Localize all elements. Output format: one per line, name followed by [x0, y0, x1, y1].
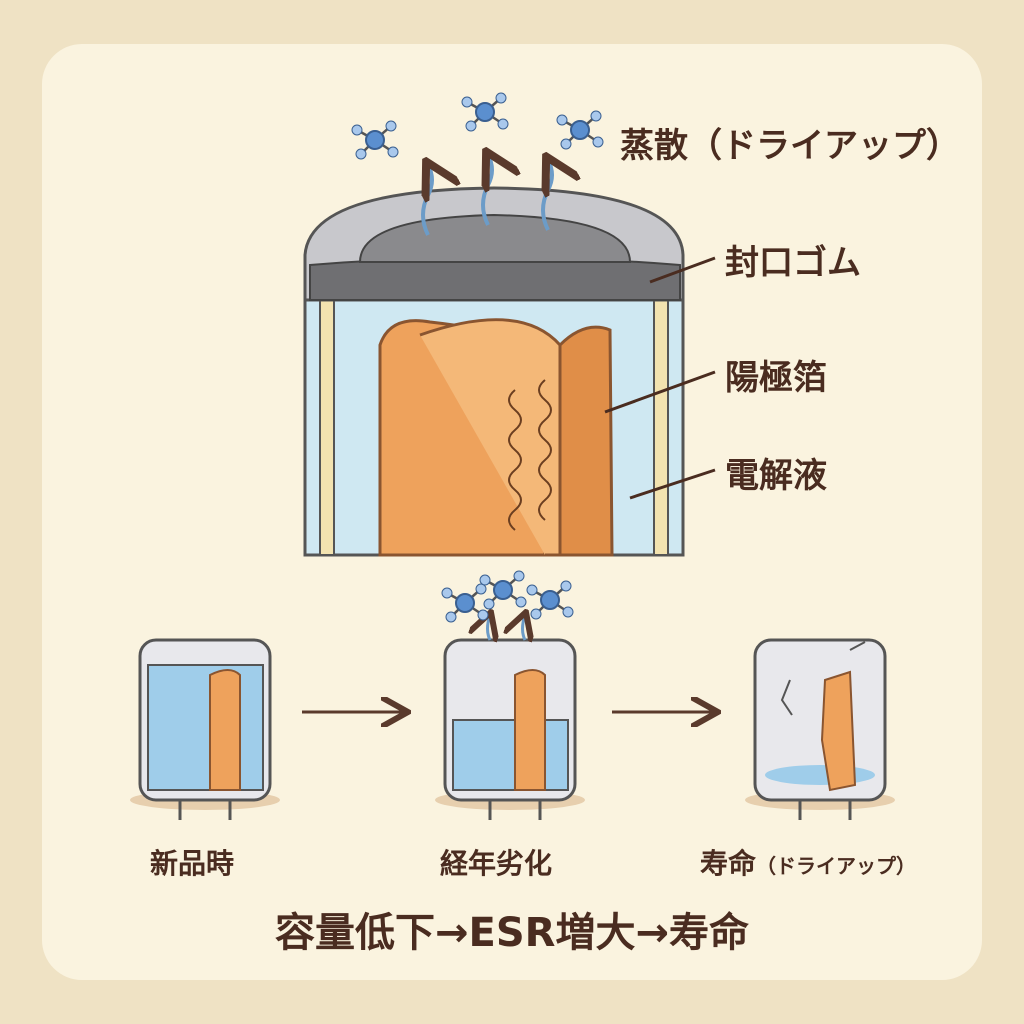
- stage-label-end-of-life: 寿命（ドライアップ）: [700, 842, 916, 882]
- label-seal-rubber: 封口ゴム: [725, 243, 861, 283]
- label-evaporation: 蒸散（ドライアップ）: [620, 126, 960, 166]
- label-anode-foil: 陽極箔: [725, 358, 827, 398]
- large-capacitor-cutaway: [303, 91, 716, 557]
- small-capacitor-new: [130, 638, 280, 820]
- stage-label-sub: （ドライアップ）: [756, 854, 917, 878]
- small-capacitor-aging: [435, 569, 585, 820]
- small-capacitor-end-of-life: [745, 638, 895, 820]
- summary-caption: 容量低下→ESR増大→寿命: [275, 910, 749, 956]
- label-electrolyte: 電解液: [725, 456, 827, 496]
- stage-label-text: 寿命: [700, 847, 757, 880]
- stage-label-new: 新品時: [150, 847, 235, 880]
- stage-label-aging: 経年劣化: [440, 847, 553, 880]
